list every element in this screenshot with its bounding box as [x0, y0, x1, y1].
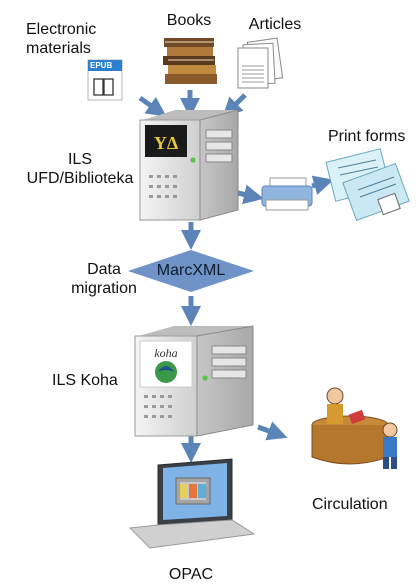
arrow-koha-to-circulation [257, 421, 288, 441]
ils-koha-label: ILS Koha [52, 372, 118, 389]
opac-laptop-icon [128, 458, 256, 549]
data-migration-label: Data migration [71, 261, 137, 297]
books-label: Books [166, 12, 212, 29]
arrow-ufd-to-printer [237, 184, 264, 205]
epub-icon [87, 59, 123, 101]
opac-label: OPAC [168, 566, 214, 583]
circulation-label: Circulation [312, 496, 388, 513]
ufd-logo [145, 125, 187, 157]
epub-badge-label: EPUB [90, 61, 113, 70]
printer-icon [261, 177, 313, 211]
flow-arrows [138, 90, 334, 463]
svg-text:YΔ: YΔ [154, 133, 178, 153]
books-icon [163, 38, 217, 84]
marcxml-label: MarcXML [156, 262, 226, 279]
marcxml-diamond [128, 250, 254, 292]
print-forms-label: Print forms [328, 128, 406, 145]
arrow-articles-to-ufd [222, 93, 247, 118]
koha-logo-text: koha [154, 346, 177, 360]
ils-ufd-label: ILS UFD/Biblioteka [26, 151, 134, 187]
print-forms-icon [325, 148, 410, 222]
arrow-printer-to-forms [311, 175, 334, 195]
articles-label: Articles [248, 16, 302, 33]
circulation-icon [311, 387, 398, 469]
ufd-server-icon: YΔ [139, 109, 239, 221]
electronic-materials-label: Electronic materials [26, 21, 97, 57]
koha-server-icon: koha [134, 325, 254, 437]
arrow-electronic-to-ufd [138, 95, 167, 117]
articles-icon [237, 37, 284, 89]
